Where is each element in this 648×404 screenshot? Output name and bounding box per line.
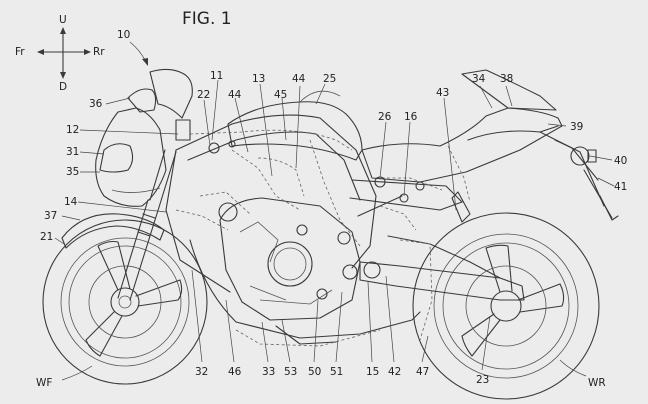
label-21: 21 [40, 231, 53, 243]
hidden-lines [175, 129, 471, 347]
label-34: 34 [472, 73, 486, 85]
label-41: 41 [614, 181, 627, 193]
label-31: 31 [66, 146, 79, 158]
tank-top-line [299, 90, 341, 103]
compass-rear-label: Rr [93, 46, 105, 58]
label-22: 22 [197, 89, 210, 101]
label-15: 15 [366, 366, 379, 378]
compass-down-label: D [59, 81, 67, 93]
label-16: 16 [404, 111, 418, 123]
label-32: 32 [195, 366, 208, 378]
label-43: 43 [436, 87, 449, 99]
label-53: 53 [284, 366, 297, 378]
compass-up-label: U [59, 14, 67, 26]
figure-title: FIG. 1 [182, 9, 232, 29]
front-fender [61, 213, 165, 249]
main-frame [165, 114, 463, 293]
label-45: 45 [274, 89, 287, 101]
label-40: 40 [614, 155, 627, 167]
reference-numerals: 11 13 44 44 25 22 45 36 12 31 35 14 37 2… [36, 70, 627, 389]
direction-compass: U D Fr Rr [15, 14, 105, 93]
front-fairing [95, 68, 193, 207]
label-35: 35 [66, 166, 79, 178]
label-51: 51 [330, 366, 343, 378]
label-36: 36 [89, 98, 103, 110]
swingarm [359, 235, 525, 301]
leader-lines [54, 79, 615, 381]
label-47: 47 [416, 366, 429, 378]
label-13: 13 [252, 73, 265, 85]
label-26: 26 [378, 111, 392, 123]
label-50: 50 [308, 366, 321, 378]
label-39: 39 [570, 121, 583, 133]
label-37: 37 [44, 210, 57, 222]
label-44-right: 44 [292, 73, 306, 85]
front-wheel [42, 219, 208, 385]
label-44-left: 44 [228, 89, 242, 101]
rear-light [570, 146, 619, 221]
label-14: 14 [64, 196, 78, 208]
front-fork [117, 149, 177, 301]
label-WR: WR [588, 377, 606, 389]
label-42: 42 [388, 366, 401, 378]
label-WF: WF [36, 377, 52, 389]
fuel-tank [227, 101, 363, 161]
label-23: 23 [476, 374, 489, 386]
engine [219, 197, 361, 321]
compass-front-label: Fr [15, 46, 25, 58]
label-11: 11 [210, 70, 223, 82]
seat-tail [361, 69, 605, 207]
assembly-ref-arrow [142, 58, 148, 66]
assembly-ref-label: 10 [117, 29, 130, 41]
label-12: 12 [66, 124, 79, 136]
label-46: 46 [228, 366, 242, 378]
label-25: 25 [323, 73, 336, 85]
label-33: 33 [262, 366, 275, 378]
rear-wheel [412, 212, 600, 400]
label-38: 38 [500, 73, 513, 85]
